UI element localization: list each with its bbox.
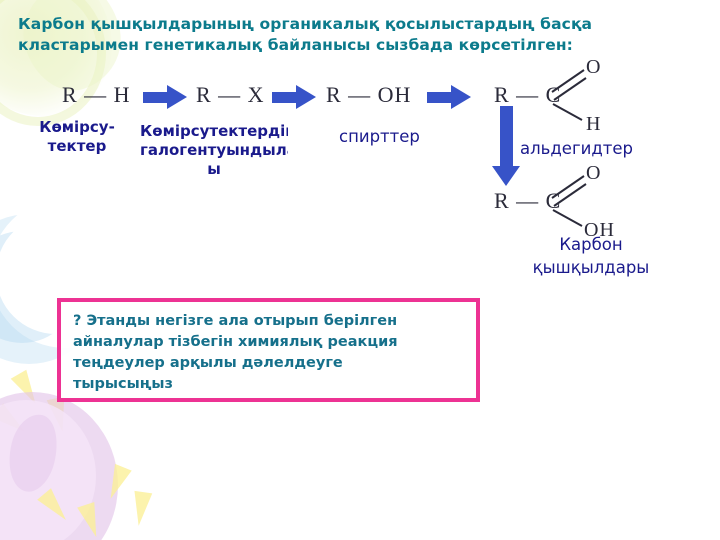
task-text: ? Этанды негізге ала отырып берілген айн… bbox=[73, 313, 398, 392]
balloon-string bbox=[0, 520, 47, 540]
aldehyde-hydrogen-atom: H bbox=[586, 113, 602, 135]
sun-ray-icon bbox=[129, 490, 153, 528]
sun-ray-icon bbox=[77, 502, 105, 540]
formula-hydrocarbon: R — H bbox=[62, 82, 131, 107]
task-callout-box: ? Этанды негізге ала отырып берілген айн… bbox=[57, 298, 480, 402]
formula-aldehyde: R — C bbox=[494, 82, 562, 107]
balloon-decoration-outer bbox=[0, 392, 118, 540]
label-aldehydes: альдегидтер bbox=[520, 139, 633, 158]
balloon-decoration-highlight bbox=[1, 409, 65, 497]
carboxyl-hydroxyl-group: OH bbox=[584, 219, 615, 241]
page-title: Карбон қышқылдарының органикалық қосылыс… bbox=[18, 15, 593, 54]
label-alcohols: спирттер bbox=[339, 127, 420, 146]
sun-ray-icon bbox=[46, 396, 72, 434]
label-carboxylic-acids: Карбон қышқылдары bbox=[532, 235, 650, 277]
sun-ray-icon bbox=[102, 463, 132, 503]
aldehyde-oxygen-atom: O bbox=[586, 56, 602, 78]
label-haloalkanes: Көмірсутектердің галогентуындылар ы bbox=[140, 122, 288, 178]
sun-ray-icon bbox=[0, 403, 30, 439]
formula-alcohol: R — OH bbox=[326, 82, 412, 107]
formula-haloalkane: R — X bbox=[196, 82, 265, 107]
formula-carboxylic-acid: R — C bbox=[494, 188, 562, 213]
aldehyde-bond-lines bbox=[551, 69, 587, 121]
label-hydrocarbons: Көмірсу- тектер bbox=[39, 118, 115, 155]
carboxyl-oxygen-atom: O bbox=[586, 162, 602, 184]
sun-ray-icon bbox=[10, 369, 44, 409]
sun-ray-icon bbox=[37, 488, 73, 526]
balloon-decoration-inner bbox=[0, 400, 96, 540]
carboxyl-bond-lines bbox=[551, 175, 587, 227]
